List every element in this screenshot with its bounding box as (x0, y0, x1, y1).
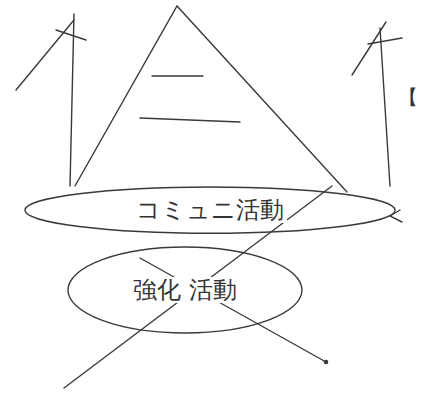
right-sketch-line (368, 38, 402, 44)
left-sketch-line (70, 14, 74, 186)
pyramid-outline (75, 6, 347, 192)
handwritten-text: 強化 活動 (130, 277, 240, 303)
right-sketch-line (380, 28, 390, 186)
ellipse-shape (25, 187, 395, 233)
left-sketch-line (56, 30, 86, 40)
strike-line (64, 186, 332, 388)
handwritten-text: コミュニ活動 (133, 197, 287, 223)
pyramid-level-line (140, 118, 240, 122)
pyramid-level-line (152, 75, 203, 76)
left-sketch-line (16, 20, 74, 90)
pointer-mark (390, 210, 402, 222)
ellipse-node: 強化 活動 (67, 246, 303, 334)
ellipse-node: コミュニ活動 (24, 186, 396, 234)
ellipse-shape (68, 247, 302, 333)
note-label: 【 (398, 86, 418, 108)
sketch-dot (324, 360, 327, 363)
strike-line (140, 258, 326, 362)
